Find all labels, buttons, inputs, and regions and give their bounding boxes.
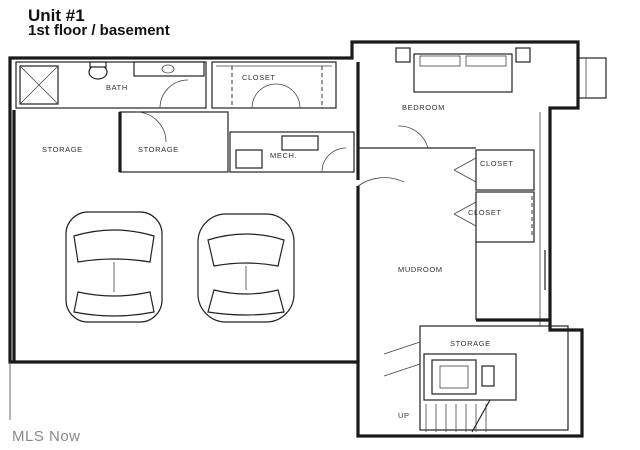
vanity: [133, 61, 205, 77]
mech-room: [229, 131, 355, 173]
closet-1-room: [475, 149, 535, 191]
storage-mid-room: [119, 111, 229, 173]
room-label-storage-left: STORAGE: [42, 145, 83, 154]
room-label-storage-mid: STORAGE: [138, 145, 179, 154]
outer-wall: [8, 40, 584, 438]
closet-2-room: [475, 191, 535, 243]
storage-bottom-room: [419, 325, 569, 431]
bed: [413, 53, 513, 93]
floor-subtitle: 1st floor / basement: [28, 22, 170, 39]
water-heater: [431, 359, 477, 395]
unit-title: Unit #1: [28, 6, 85, 25]
room-label-storage-bottom: STORAGE: [450, 339, 491, 348]
watermark: MLS Now: [12, 428, 81, 445]
closet-top-room: [211, 61, 337, 109]
room-label-mech: MECH.: [270, 151, 297, 160]
car-right: [197, 213, 295, 323]
mech-unit: [281, 135, 319, 151]
room-label-mudroom: MUDROOM: [398, 265, 443, 274]
room-label-closet-top: CLOSET: [242, 73, 276, 82]
room-label-closet-1: CLOSET: [480, 159, 514, 168]
stairs-label: UP: [398, 411, 410, 420]
room-label-bedroom: BEDROOM: [402, 103, 445, 112]
balcony: [577, 57, 607, 99]
car-left: [65, 211, 163, 323]
room-label-bath: BATH: [106, 83, 128, 92]
room-label-closet-2: CLOSET: [468, 208, 502, 217]
shower-stall: [19, 65, 59, 105]
stairs: [425, 399, 491, 433]
bath-room: [15, 61, 207, 109]
